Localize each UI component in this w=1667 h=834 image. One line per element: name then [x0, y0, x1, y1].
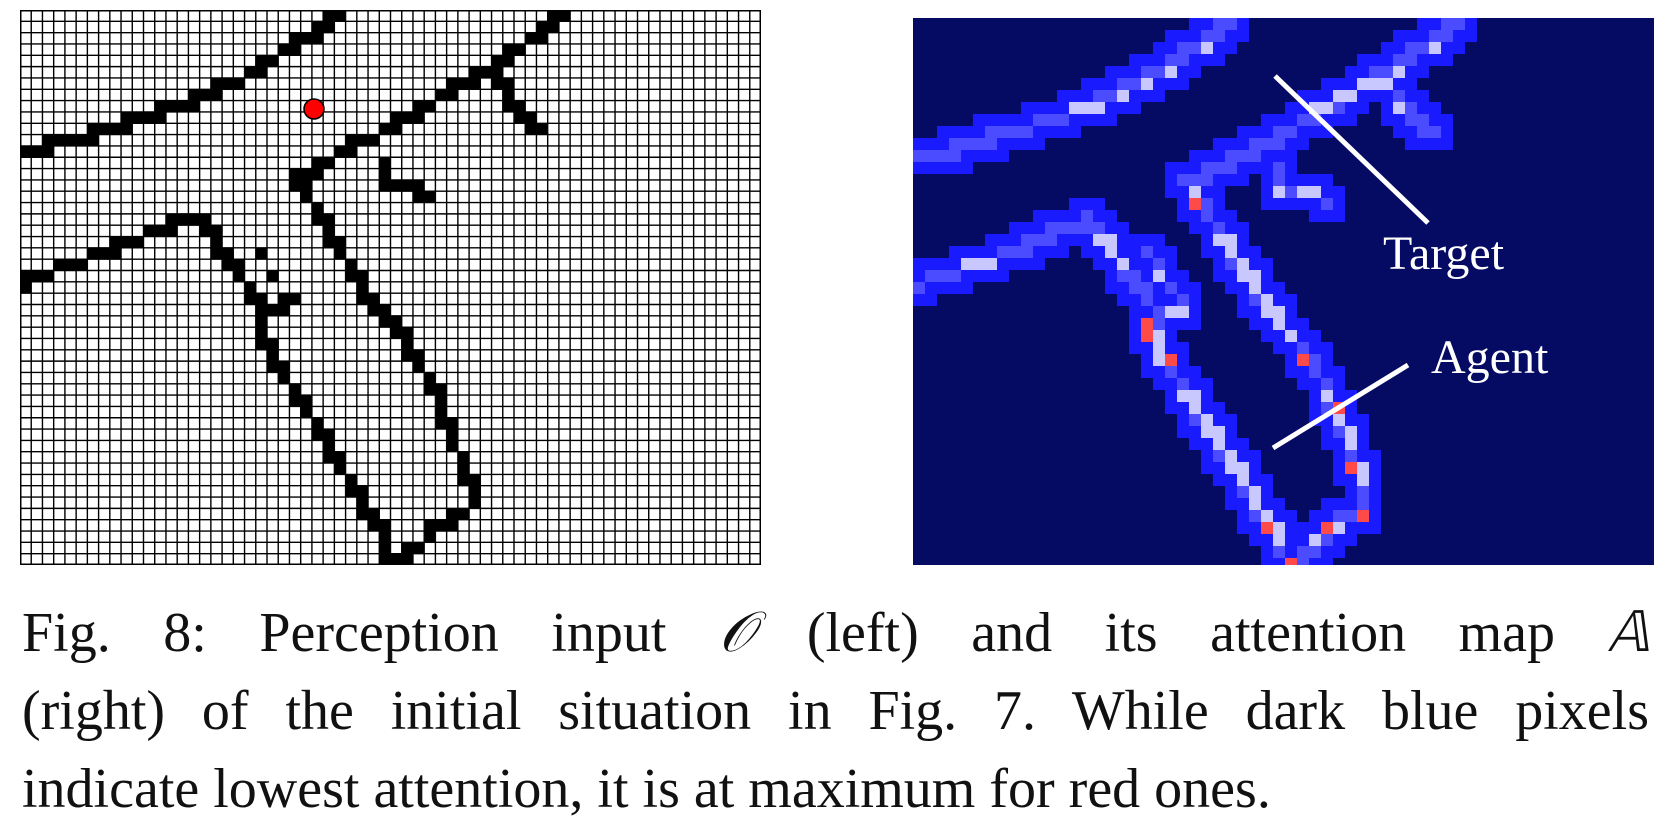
target-leader-line — [1273, 74, 1430, 225]
agent-leader-line — [1271, 362, 1410, 451]
target-dot — [303, 98, 325, 120]
caption-line-2: (right) of the initial situation in Fig.… — [22, 680, 1649, 742]
target-annotation-label: Target — [1383, 227, 1505, 280]
attention-map: Target Agent — [913, 18, 1654, 570]
perception-input-symbol: 𝒪 — [719, 602, 755, 664]
attention-map-symbol: 𝔸 — [1607, 602, 1650, 664]
heat-cells — [913, 18, 1477, 570]
occupancy-grid-image — [19, 9, 762, 566]
agent-annotation-label: Agent — [1431, 331, 1549, 384]
figure-caption: Fig. 8: Perception input 𝒪 (left) and it… — [22, 594, 1649, 828]
caption-line-1-prefix: Fig. 8: Perception input — [22, 602, 667, 664]
caption-line-1: Fig. 8: Perception input 𝒪 (left) and it… — [22, 594, 1649, 672]
perception-input-grid — [19, 9, 762, 566]
attention-heatmap-image — [913, 18, 1654, 570]
caption-line-1-mid: (left) and its attention map — [806, 602, 1556, 664]
occupied-cells — [20, 10, 571, 566]
figure: Target Agent — [19, 9, 1654, 570]
caption-line-3: indicate lowest attention, it is at maxi… — [22, 758, 1271, 820]
